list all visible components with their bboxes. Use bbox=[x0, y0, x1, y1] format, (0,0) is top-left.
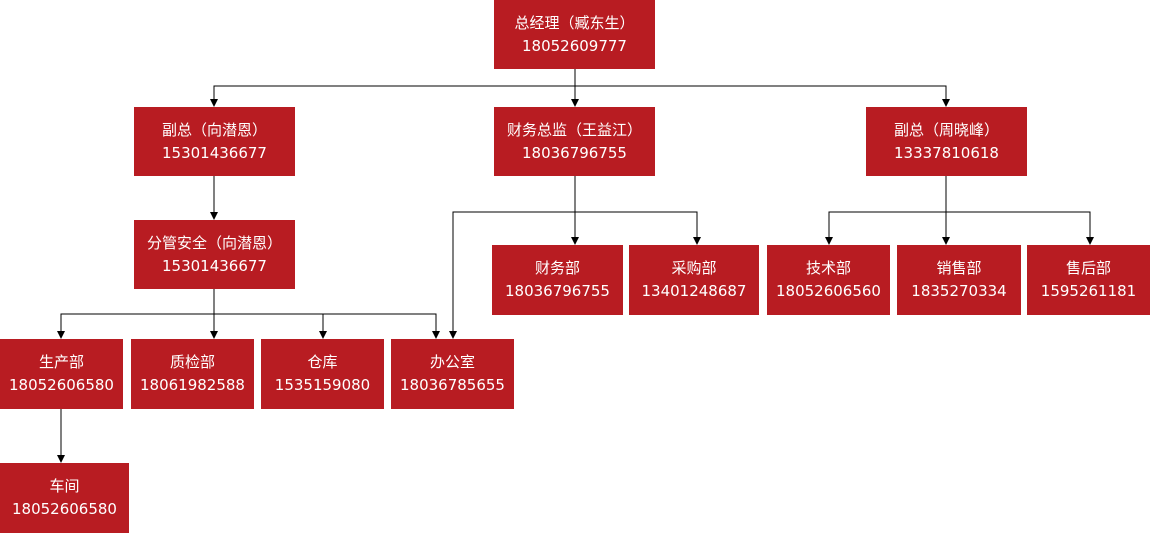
connector-gm-to-vp-xiang bbox=[210, 69, 576, 107]
node-vp-zhou: 副总（周晓峰） 13337810618 bbox=[866, 107, 1027, 176]
node-title: 售后部 bbox=[1065, 259, 1111, 277]
node-office: 办公室 18036785655 bbox=[391, 339, 514, 409]
node-phone: 18052606580 bbox=[12, 500, 117, 518]
node-title: 分管安全（向潜恩） bbox=[146, 233, 282, 252]
node-workshop: 车间 18052606580 bbox=[0, 463, 129, 533]
node-title: 财务部 bbox=[534, 259, 580, 277]
node-title: 财务总监（王益江） bbox=[506, 120, 642, 139]
node-title: 副总（向潜恩） bbox=[161, 120, 267, 139]
node-phone: 15301436677 bbox=[162, 143, 267, 162]
connector-safety-to-office bbox=[323, 313, 440, 339]
node-phone: 1835270334 bbox=[911, 282, 1007, 300]
node-title: 销售部 bbox=[936, 259, 982, 277]
node-phone: 18052606580 bbox=[9, 376, 114, 394]
connector-safety-to-production bbox=[57, 289, 215, 339]
node-safety-manager: 分管安全（向潜恩） 15301436677 bbox=[134, 220, 295, 289]
node-phone: 18052606560 bbox=[776, 282, 881, 300]
node-phone: 18061982588 bbox=[140, 376, 245, 394]
node-title: 总经理（臧东生） bbox=[514, 13, 635, 32]
node-title: 仓库 bbox=[307, 353, 338, 371]
node-vp-xiang: 副总（向潜恩） 15301436677 bbox=[134, 107, 295, 176]
connector-gm-to-vp-zhou bbox=[575, 85, 950, 107]
connector-cfo-to-purchasing bbox=[575, 211, 701, 245]
node-title: 副总（周晓峰） bbox=[893, 120, 999, 139]
node-general-manager: 总经理（臧东生） 18052609777 bbox=[494, 0, 655, 69]
node-title: 技术部 bbox=[805, 259, 851, 277]
node-cfo: 财务总监（王益江） 18036796755 bbox=[494, 107, 655, 176]
connector-vp-zhou-to-tech bbox=[825, 176, 947, 245]
node-title: 质检部 bbox=[169, 353, 215, 371]
node-phone: 15301436677 bbox=[162, 256, 267, 275]
connector-safety-to-warehouse bbox=[214, 313, 327, 339]
node-quality-dept: 质检部 18061982588 bbox=[131, 339, 254, 409]
node-tech-dept: 技术部 18052606560 bbox=[767, 245, 890, 315]
connector-vp-zhou-to-aftersales bbox=[946, 211, 1094, 245]
node-phone: 1595261181 bbox=[1040, 282, 1137, 300]
node-finance-dept: 财务部 18036796755 bbox=[492, 245, 623, 315]
node-phone: 18036796755 bbox=[505, 282, 610, 300]
node-phone: 13337810618 bbox=[894, 143, 999, 162]
node-production-dept: 生产部 18052606580 bbox=[0, 339, 123, 409]
node-aftersales-dept: 售后部 1595261181 bbox=[1027, 245, 1150, 315]
node-phone: 18036785655 bbox=[400, 376, 505, 394]
node-phone: 18036796755 bbox=[522, 143, 627, 162]
node-title: 办公室 bbox=[429, 353, 475, 371]
node-title: 采购部 bbox=[671, 259, 717, 277]
node-phone: 13401248687 bbox=[641, 282, 747, 300]
node-title: 车间 bbox=[49, 477, 80, 495]
node-phone: 18052609777 bbox=[522, 36, 627, 55]
node-purchasing-dept: 采购部 13401248687 bbox=[629, 245, 759, 315]
node-warehouse: 仓库 1535159080 bbox=[261, 339, 384, 409]
node-phone: 1535159080 bbox=[274, 376, 371, 394]
node-sales-dept: 销售部 1835270334 bbox=[897, 245, 1021, 315]
node-title: 生产部 bbox=[38, 353, 84, 371]
